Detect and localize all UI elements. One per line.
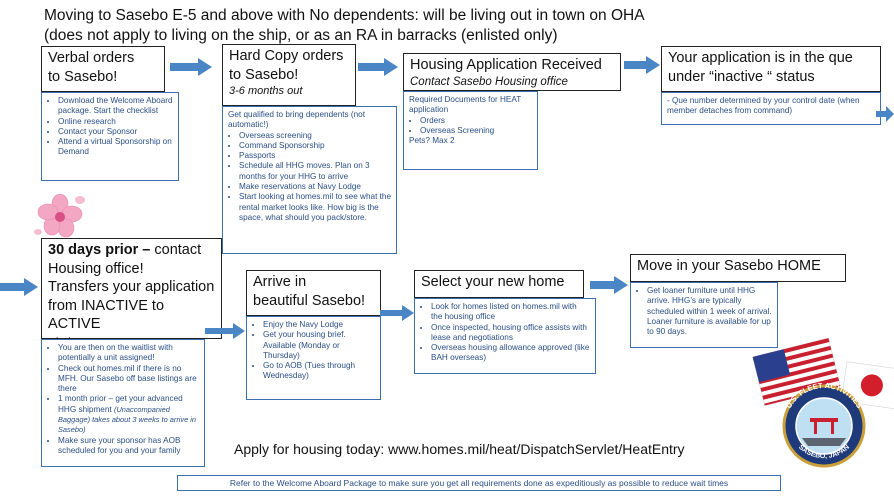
step-hardcopy-title-line1: Hard Copy orders xyxy=(229,48,344,64)
step-hardcopy-orders-header: Hard Copy orders to Sasebo! 3-6 months o… xyxy=(222,44,356,106)
prior-title-rest: contact xyxy=(150,242,202,258)
hardcopy-item: Overseas screening xyxy=(239,131,391,141)
step-move-in-details: Get loaner furniture until HHG arrive. H… xyxy=(630,282,778,348)
step-queue-details: - Que number determined by your control … xyxy=(661,92,881,125)
prior-item: You are then on the waitlist with potent… xyxy=(58,343,199,364)
page-title-line1: Moving to Sasebo E-5 and above with No d… xyxy=(44,7,645,24)
step-arrive-details: Enjoy the Navy Lodge Get your housing br… xyxy=(246,316,381,400)
arrow-right-icon xyxy=(170,58,212,76)
application-item: Orders xyxy=(420,116,532,126)
application-item: Overseas Screening xyxy=(420,126,532,136)
application-pets: Pets? Max 2 xyxy=(409,136,455,146)
prior-item-note: (Unaccompanied Baggage) takes about 3 we… xyxy=(58,404,197,435)
step-verbal-title-line2: to Sasebo! xyxy=(48,69,118,85)
arrow-right-icon xyxy=(380,305,414,321)
prior-title-bold: 30 days prior – xyxy=(48,242,151,258)
hardcopy-item: Schedule all HHG moves. Plan on 3 months… xyxy=(239,161,391,182)
step-hardcopy-title-line2: to Sasebo! xyxy=(229,67,299,83)
step-30-days-prior-header: 30 days prior – contact Housing office! … xyxy=(41,238,222,351)
prior-item: 1 month prior – get your advanced HHG sh… xyxy=(58,394,199,435)
application-intro: Required Documents for HEAT application xyxy=(409,95,522,115)
step-queue-header: Your application is in the que under “in… xyxy=(661,46,881,92)
hardcopy-item: Command Sponsorship xyxy=(239,141,391,151)
step-verbal-title-line1: Verbal orders xyxy=(48,50,135,66)
step-application-title: Housing Application Received xyxy=(410,57,602,73)
movein-item: Get loaner furniture until HHG arrive. H… xyxy=(647,286,772,337)
step-select-home-header: Select your new home xyxy=(414,270,584,298)
prior-title-line4: from INACTIVE to ACTIVE xyxy=(48,297,165,333)
hardcopy-intro: Get qualified to bring dependents (not a… xyxy=(228,110,366,130)
step-application-details: Required Documents for HEAT application … xyxy=(403,91,538,170)
step-verbal-orders-details: Download the Welcome Aboard package. Sta… xyxy=(41,92,179,181)
arrive-item: Go to AOB (Tues through Wednesday) xyxy=(263,361,375,382)
arrow-right-icon xyxy=(0,278,38,296)
cherry-blossom-icon xyxy=(34,193,85,238)
queue-note: - Que number determined by your control … xyxy=(667,96,860,116)
step-movein-title: Move in your Sasebo HOME xyxy=(637,258,821,274)
hardcopy-item: Start looking at homes.mil to see what t… xyxy=(239,192,391,223)
prior-title-line3: Transfers your application xyxy=(48,279,215,295)
step-move-in-header: Move in your Sasebo HOME xyxy=(630,254,846,282)
step-application-subtitle: Contact Sasebo Housing office xyxy=(410,76,568,88)
arrow-right-icon xyxy=(876,106,894,122)
step-queue-title-line1: Your application is in the que xyxy=(668,50,853,66)
step-select-title: Select your new home xyxy=(421,274,565,290)
verbal-item: Download the Welcome Aboard package. Sta… xyxy=(58,96,173,117)
arrow-right-icon xyxy=(590,276,628,294)
prior-item: Make sure your sponsor has AOB scheduled… xyxy=(58,436,199,457)
verbal-item: Contact your Sponsor xyxy=(58,127,173,137)
verbal-item: Attend a virtual Sponsorship on Demand xyxy=(58,137,173,158)
step-queue-title-line2: under “inactive “ status xyxy=(668,69,815,85)
prior-title-line2: Housing office! xyxy=(48,260,144,277)
hardcopy-item: Make reservations at Navy Lodge xyxy=(239,182,391,192)
prior-item: Check out homes.mil if there is no MFH. … xyxy=(58,364,199,395)
us-japan-flags-emblem-icon: U.S. FLEET ACTIVITIES SASEBO, JAPAN xyxy=(752,337,894,468)
select-item: Once inspected, housing office assists w… xyxy=(431,323,590,344)
step-arrive-title-line1: Arrive in xyxy=(253,274,307,290)
footer-note: Refer to the Welcome Aboard Package to m… xyxy=(177,475,781,491)
step-verbal-orders-header: Verbal orders to Sasebo! xyxy=(41,46,165,92)
hardcopy-item: Passports xyxy=(239,151,391,161)
arrive-item: Enjoy the Navy Lodge xyxy=(263,320,375,330)
step-hardcopy-subtitle: 3-6 months out xyxy=(229,85,303,97)
select-item: Look for homes listed on homes.mil with … xyxy=(431,302,590,323)
step-hardcopy-orders-details: Get qualified to bring dependents (not a… xyxy=(222,106,397,254)
step-arrive-title-line2: beautiful Sasebo! xyxy=(253,293,366,309)
verbal-item: Online research xyxy=(58,117,173,127)
step-arrive-header: Arrive in beautiful Sasebo! xyxy=(246,270,381,316)
apply-housing-link[interactable]: Apply for housing today: www.homes.mil/h… xyxy=(234,441,685,457)
arrive-item: Get your housing brief. Available (Monda… xyxy=(263,330,375,361)
arrow-right-icon xyxy=(358,58,398,76)
select-item: Overseas housing allowance approved (lik… xyxy=(431,343,590,364)
step-select-home-details: Look for homes listed on homes.mil with … xyxy=(414,298,596,374)
step-30-days-prior-details: You are then on the waitlist with potent… xyxy=(41,339,205,467)
page-title-line2: (does not apply to living on the ship, o… xyxy=(44,27,558,44)
arrow-right-icon xyxy=(205,323,245,339)
arrow-right-icon xyxy=(624,56,660,74)
prior-item-text: 1 month prior – get your advanced HHG sh… xyxy=(58,394,183,414)
step-application-header: Housing Application Received Contact Sas… xyxy=(403,53,621,91)
